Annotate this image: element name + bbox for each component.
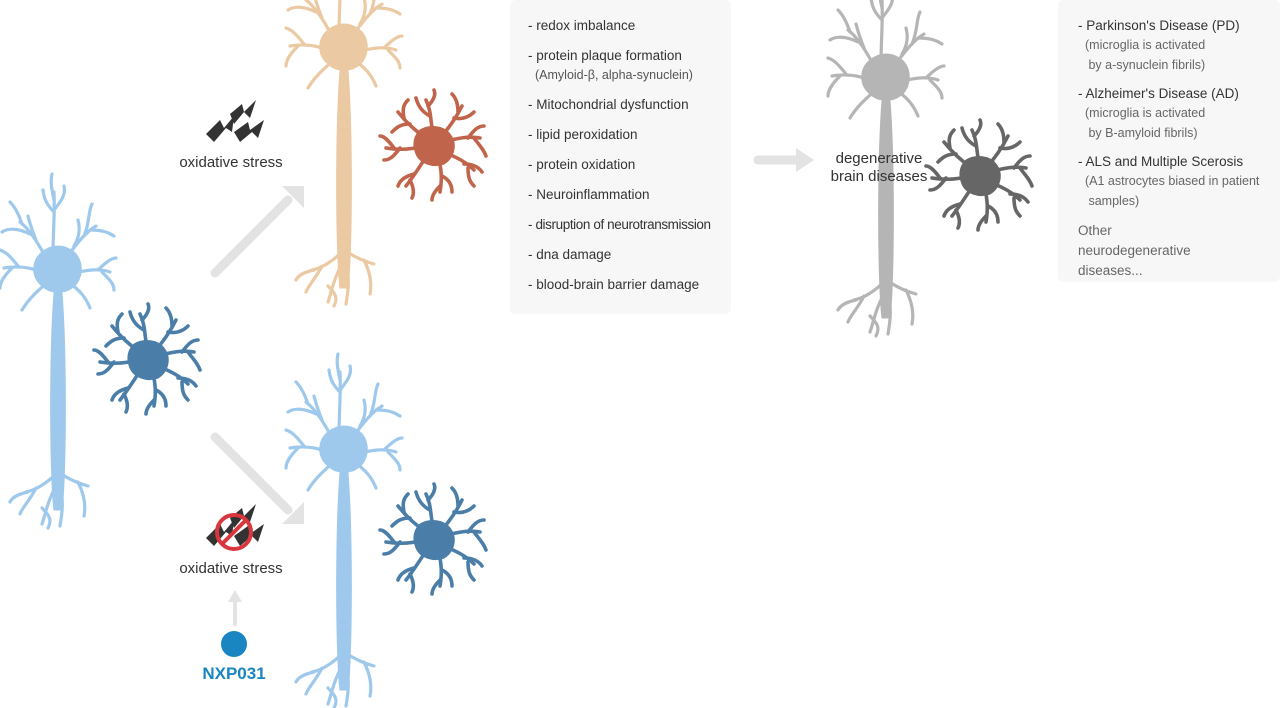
oxidative-stress-label: oxidative stress — [179, 154, 283, 171]
diseases-panel: - Parkinson's Disease (PD) (microglia is… — [1058, 0, 1280, 282]
effect-item: - protein plaque formation (Amyloid-β, a… — [528, 47, 731, 84]
degenerative-line-2: brain diseases — [830, 168, 928, 185]
lightning-blocked-icon — [206, 504, 264, 551]
lightning-icon — [206, 100, 264, 142]
protected-glia — [378, 482, 488, 596]
disease-title: - ALS and Multiple Scerosis — [1078, 154, 1244, 169]
disease-subtext: (microglia is activated — [1085, 38, 1206, 52]
disease-item-ad: - Alzheimer's Disease (AD) (microglia is… — [1078, 85, 1280, 143]
disease-subtext: (microglia is activated — [1085, 106, 1206, 120]
disease-item-als: - ALS and Multiple Scerosis (A1 astrocyt… — [1078, 153, 1280, 211]
effect-item: - protein oxidation — [528, 157, 636, 172]
disease-subtext: by B-amyloid fibrils) — [1085, 126, 1198, 140]
effect-item: - Mitochondrial dysfunction — [528, 97, 689, 112]
stressed-glia — [378, 88, 488, 202]
effect-item: - Neuroinflammation — [528, 187, 650, 202]
effect-item-title: - protein plaque formation — [528, 48, 682, 63]
degenerative-diseases-label: degenerative brain diseases — [820, 150, 938, 186]
effect-item: - lipid peroxidation — [528, 127, 638, 142]
disease-item-other: Other neurodegenerative diseases... — [1078, 223, 1191, 278]
oxidative-stress-label-blocked: oxidative stress — [179, 560, 283, 577]
oxidative-effects-panel: - redox imbalance - protein plaque forma… — [510, 0, 731, 314]
nxp031-label: NXP031 — [202, 664, 266, 683]
arrow-up-right — [210, 186, 304, 278]
disease-title: - Parkinson's Disease (PD) — [1078, 18, 1240, 33]
effect-item: - disruption of neurotransmission — [528, 217, 711, 232]
arrow-up-small — [228, 590, 242, 626]
arrow-down-right — [210, 432, 304, 524]
effect-item: - blood-brain barrier damage — [528, 277, 700, 292]
disease-subtext: (A1 astrocytes biased in patient — [1085, 174, 1260, 188]
disease-subtext: samples) — [1085, 194, 1140, 208]
disease-item-pd: - Parkinson's Disease (PD) (microglia is… — [1078, 17, 1280, 75]
disease-subtext: by a-synuclein fibrils) — [1085, 58, 1206, 72]
effect-item: - redox imbalance — [528, 18, 636, 33]
effect-item-subtext: (Amyloid-β, alpha-synuclein) — [535, 68, 693, 82]
nxp031-dot — [221, 631, 247, 657]
stressed-neuron — [284, 0, 404, 308]
effect-item: - dna damage — [528, 247, 612, 262]
degenerative-line-1: degenerative — [835, 150, 923, 167]
healthy-glia — [92, 302, 202, 416]
disease-title: - Alzheimer's Disease (AD) — [1078, 86, 1239, 101]
arrow-right — [753, 148, 814, 172]
degenerate-glia — [924, 118, 1034, 232]
